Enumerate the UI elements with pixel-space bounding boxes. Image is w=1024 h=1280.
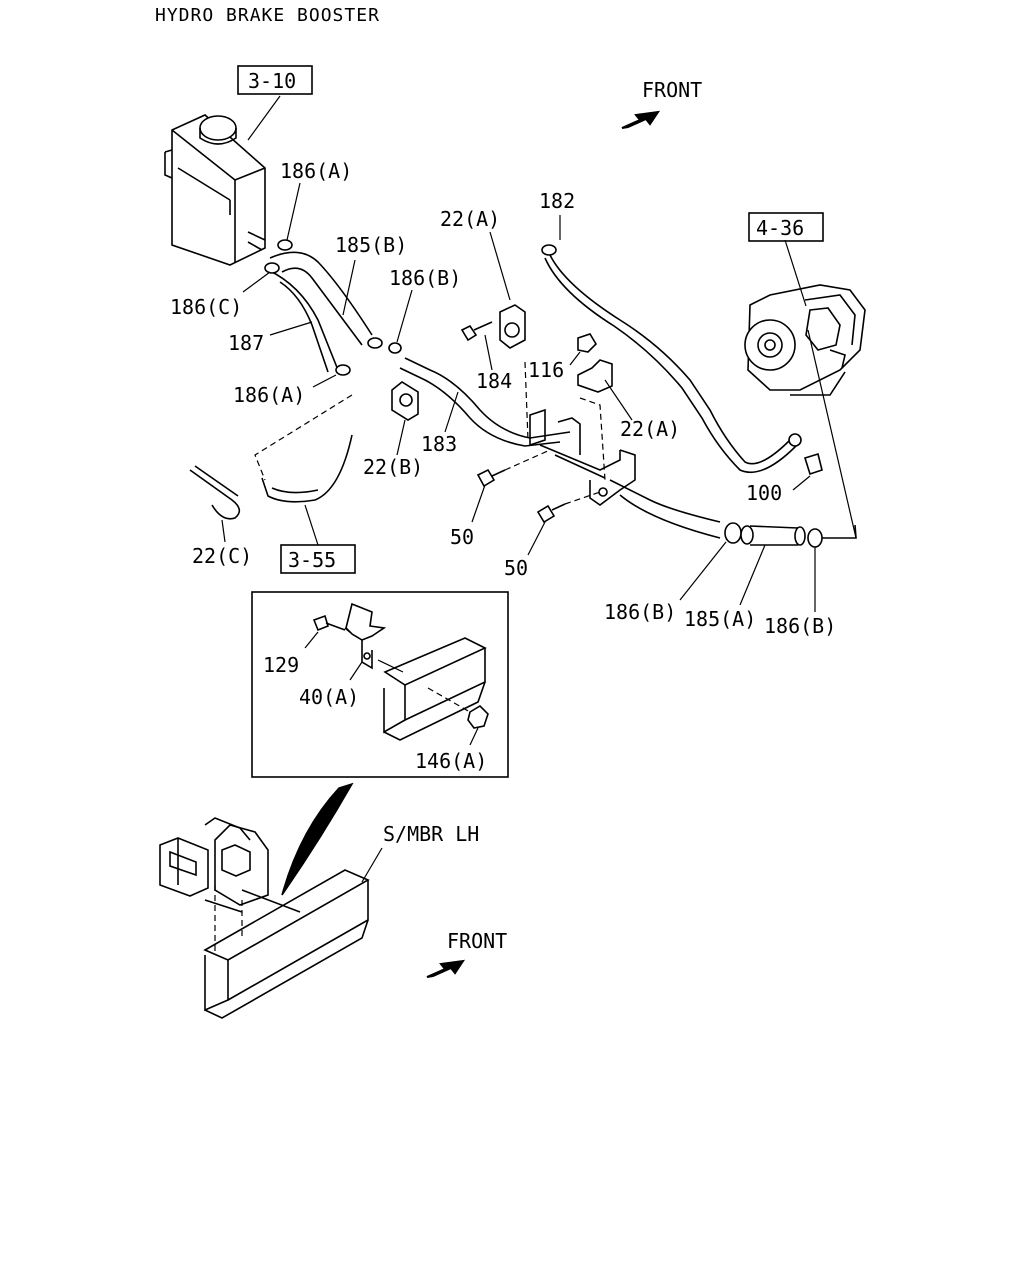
nut-116: [577, 333, 598, 353]
ref-box-3-10: 3-10: [237, 65, 313, 95]
ref-box-3-55-label: 3-55: [288, 548, 336, 572]
label-40a: 40(A): [299, 685, 359, 709]
label-22a-top: 22(A): [440, 207, 500, 231]
pipe-183: [399, 357, 571, 447]
bolt-50-b: [536, 491, 601, 524]
clip-22b: [391, 381, 419, 421]
label-129: 129: [263, 653, 299, 677]
label-116: 116: [528, 358, 564, 382]
hose-185b: [269, 251, 383, 349]
bolt-50-a: [476, 449, 551, 488]
label-50-a: 50: [450, 525, 474, 549]
ref-box-3-10-label: 3-10: [248, 69, 296, 93]
front-label-bottom: FRONT: [447, 929, 507, 953]
label-146a: 146(A): [415, 749, 487, 773]
label-186b-bottom-right: 186(B): [764, 614, 836, 638]
label-186b-bottom-left: 186(B): [604, 600, 676, 624]
label-185b: 185(B): [335, 233, 407, 257]
label-182: 182: [539, 189, 575, 213]
ref-box-4-36-label: 4-36: [756, 216, 804, 240]
label-185a: 185(A): [684, 607, 756, 631]
label-184: 184: [476, 369, 512, 393]
inset-detail: [251, 591, 509, 778]
clamps-tank: [264, 239, 402, 376]
reservoir-tank: [164, 114, 266, 266]
label-183: 183: [421, 432, 457, 456]
cable-tie-22c: [189, 465, 241, 520]
label-22c: 22(C): [192, 544, 252, 568]
ref-box-4-36: 4-36: [748, 212, 824, 242]
label-187: 187: [228, 331, 264, 355]
hose-185a: [724, 522, 857, 548]
pipe-182: [541, 244, 823, 476]
diagram-title: HYDRO BRAKE BOOSTER: [155, 5, 380, 26]
front-label-top: FRONT: [642, 78, 702, 102]
ref-box-3-55: 3-55: [280, 544, 356, 574]
label-smbr-lh: S/MBR LH: [383, 822, 479, 846]
label-50-b: 50: [504, 556, 528, 580]
label-22a-right: 22(A): [620, 417, 680, 441]
front-arrow-top-icon: [621, 110, 661, 129]
label-100: 100: [746, 481, 782, 505]
hose-187: [267, 269, 339, 373]
label-186a-mid: 186(A): [233, 383, 305, 407]
label-22b: 22(B): [363, 455, 423, 479]
side-member-lh: [159, 817, 370, 1019]
label-186a-top: 186(A): [280, 159, 352, 183]
callout-pointer: [281, 782, 354, 896]
hydraulic-pump: [744, 284, 866, 396]
label-186b-top: 186(B): [389, 266, 461, 290]
front-arrow-bottom-icon: [426, 959, 466, 978]
mounting-bracket: [529, 397, 721, 539]
clip-22a-right: [577, 359, 613, 393]
label-186c: 186(C): [170, 295, 242, 319]
bracket-184: [460, 304, 526, 349]
